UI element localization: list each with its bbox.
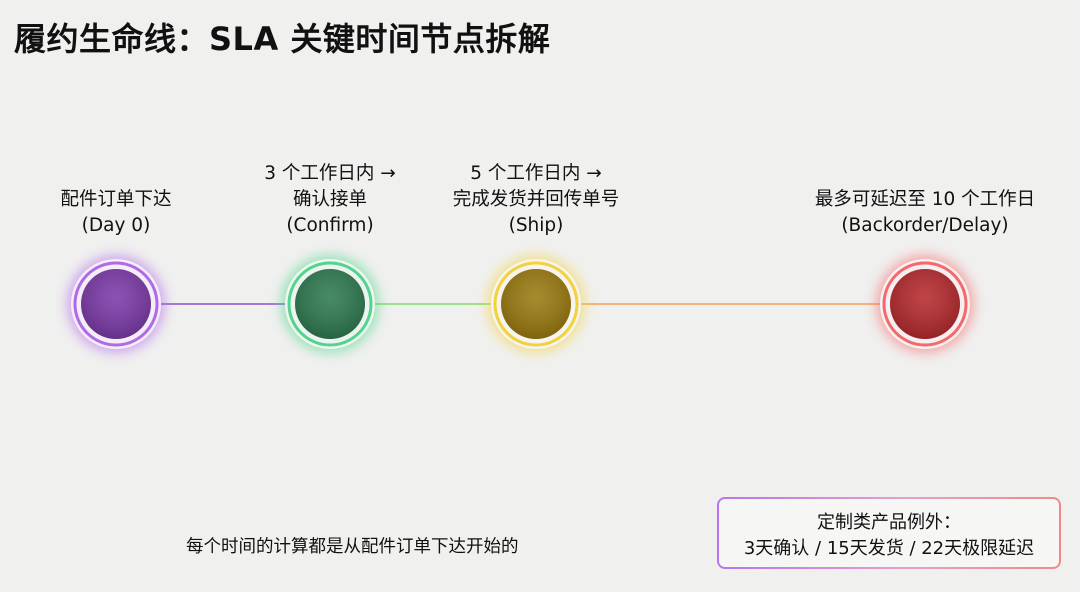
node-ring [287,261,373,347]
milestone-label-4: 最多可延迟至 10 个工作日 (Backorder/Delay) [815,187,1035,239]
milestone-label-3: 5 个工作日内 → 完成发货并回传单号 (Ship) [453,161,620,239]
milestone-label-line: 完成发货并回传单号 [452,189,620,210]
node-shade [295,269,365,339]
milestone-label-2: 3 个工作日内 → 确认接单 (Confirm) [264,161,396,239]
timeline-nodes [67,255,974,353]
milestone-node-4 [876,255,974,353]
milestone-node-3 [487,255,585,353]
milestone-label-line: 确认接单 [292,189,368,210]
milestone-label-line: (Confirm) [286,215,374,236]
milestone-label-1: 配件订单下达 (Day 0) [60,187,171,239]
milestone-label-line: 5 个工作日内 → [470,163,602,184]
exception-heading: 定制类产品例外： [817,512,961,533]
node-ring [493,261,579,347]
milestone-label-line: (Day 0) [81,215,151,236]
milestone-node-1 [67,255,165,353]
milestone-label-line: 配件订单下达 [60,189,172,210]
node-ring [882,261,968,347]
milestone-label-line: (Backorder/Delay) [841,215,1009,236]
node-shade [81,269,151,339]
exception-detail: 3天确认 / 15天发货 / 22天极限延迟 [743,538,1035,559]
custom-product-exception-box: 定制类产品例外： 3天确认 / 15天发货 / 22天极限延迟 [717,497,1061,569]
milestone-label-line: (Ship) [508,215,564,236]
calculation-footnote: 每个时间的计算都是从配件订单下达开始的 [186,537,519,557]
node-ring [73,261,159,347]
milestone-node-2 [281,255,379,353]
node-shade [890,269,960,339]
milestone-label-line: 3 个工作日内 → [264,163,396,184]
page-title: 履约生命线：SLA 关键时间节点拆解 [14,20,551,58]
milestone-label-line: 最多可延迟至 10 个工作日 [814,189,1036,210]
node-shade [501,269,571,339]
